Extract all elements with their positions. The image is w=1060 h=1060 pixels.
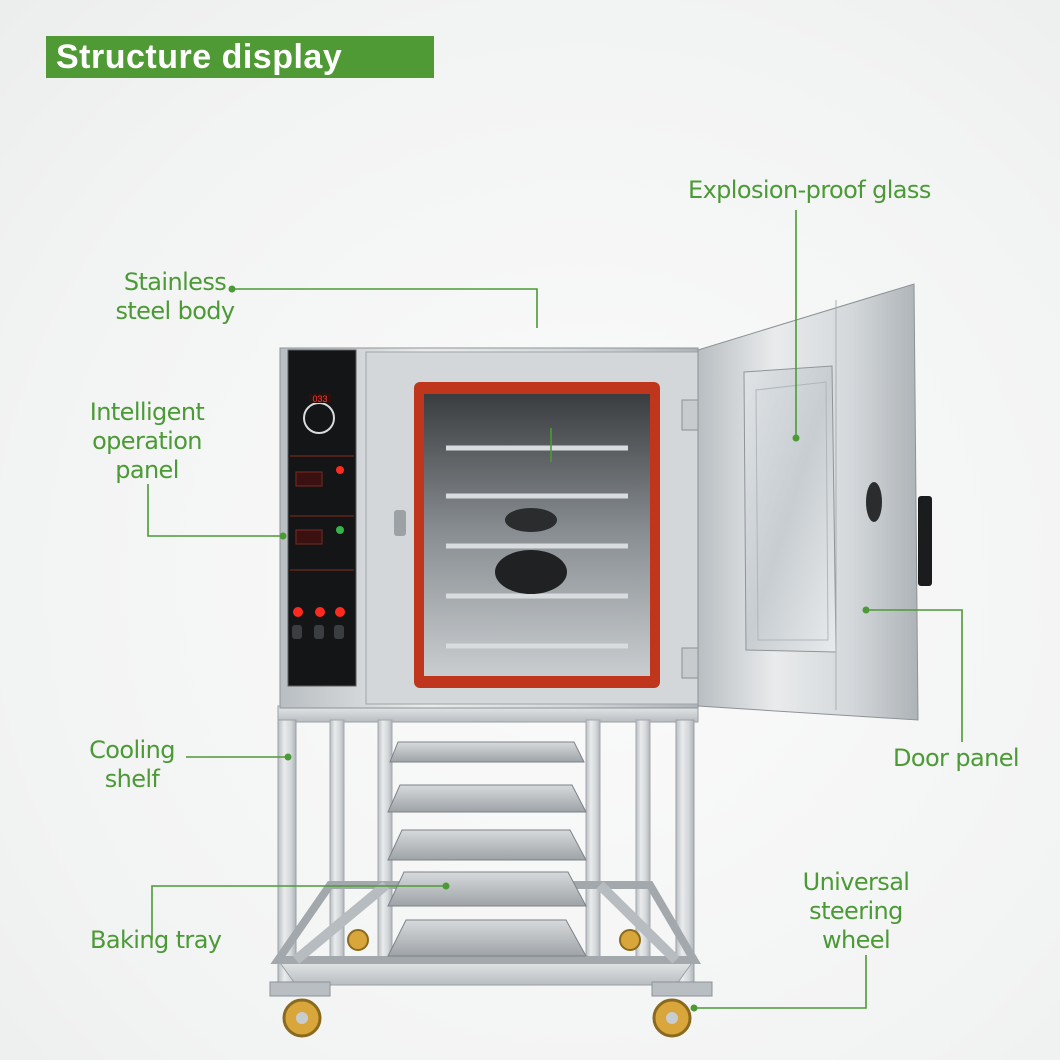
panel-display: 033 [312,394,327,404]
label-line: panel [115,456,179,484]
door-panel [697,283,932,721]
label-cooling-shelf: Cooling shelf [72,736,192,794]
callout-dots [228,285,870,1012]
callout-lines [147,210,963,1009]
label-line: Stainless [123,268,227,296]
cooling-shelf-stand [270,705,701,991]
label-explosion-proof-glass: Explosion-proof glass [688,176,931,204]
label-universal-steering-wheel: Universal steering wheel [788,868,924,955]
label-line: steel body [115,297,235,325]
baking-trays [387,741,587,957]
label-intelligent-operation-panel: Intelligent operation panel [72,398,222,485]
label-line: wheel [821,926,891,954]
label-line: steering [809,897,903,925]
wheels [269,929,713,1038]
label-line: Universal [802,868,910,896]
page-title: Structure display [46,36,434,78]
label-line: operation [92,427,202,455]
label-stainless-steel-body: Stainless steel body [100,268,250,326]
label-line: Cooling [89,736,175,764]
label-door-panel: Door panel [893,744,1020,772]
control-panel: 033 [287,349,357,687]
label-baking-tray: Baking tray [90,926,222,954]
label-line: Intelligent [89,398,205,426]
label-line: shelf [104,765,160,793]
